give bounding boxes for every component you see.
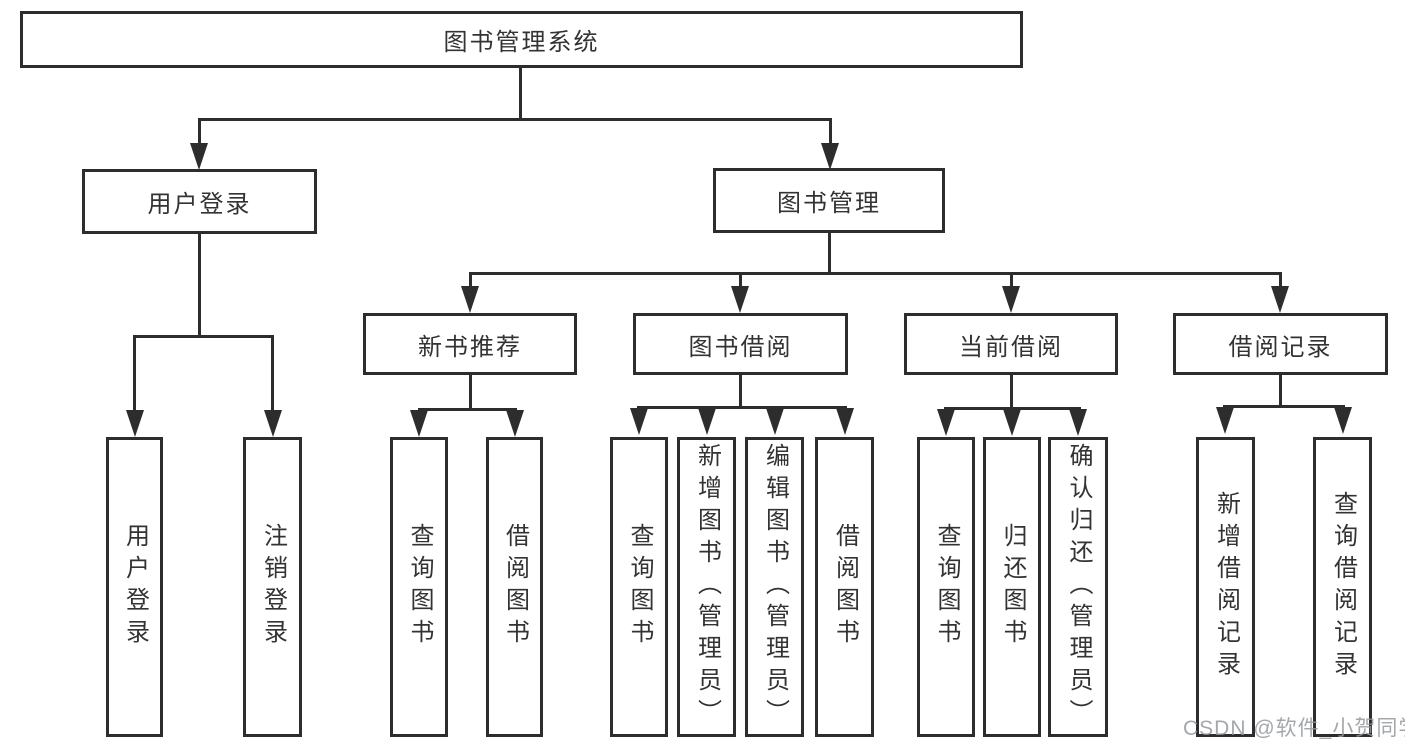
connector-userlogin-vertical	[198, 233, 201, 335]
node-current-borrow: 当前借阅	[904, 313, 1118, 375]
leaf-logout: 注销登录	[243, 437, 302, 737]
node-root-label: 图书管理系统	[443, 29, 600, 56]
arrow-down-icon	[821, 143, 839, 170]
connector-bookmgmt-shaft	[1279, 272, 1282, 289]
connector-userlogin-right-shaft	[271, 335, 274, 411]
leaf-return-book: 归还图书	[983, 437, 1041, 737]
node-borrow-records: 借阅记录	[1173, 313, 1388, 375]
connector-root-horizontal	[198, 118, 832, 121]
connector-bookmgmt-shaft	[469, 272, 472, 289]
arrow-down-icon	[1069, 409, 1087, 436]
node-current-borrow-label: 当前借阅	[959, 333, 1063, 361]
arrow-down-icon	[1334, 407, 1352, 434]
connector-current-vertical	[1010, 374, 1013, 408]
leaf-user-login-label: 用户登录	[121, 523, 149, 651]
leaf-borrow-book-borrow-label: 借阅图书	[831, 523, 859, 651]
arrow-down-icon	[836, 408, 854, 435]
leaf-query-book-borrow: 查询图书	[610, 437, 668, 737]
leaf-query-borrow-record: 查询借阅记录	[1313, 437, 1372, 737]
arrow-down-icon	[190, 143, 208, 170]
node-root: 图书管理系统	[20, 11, 1023, 68]
leaf-query-book-newbook: 查询图书	[390, 437, 448, 737]
arrow-down-icon	[126, 410, 144, 437]
connector-borrow-vertical	[739, 374, 742, 407]
arrow-down-icon	[264, 410, 282, 437]
node-new-book-rec: 新书推荐	[363, 313, 577, 375]
arrow-down-icon	[630, 408, 648, 435]
leaf-confirm-return-admin-label: 确认归还（管理员）	[1065, 443, 1092, 731]
leaf-query-book-newbook-label: 查询图书	[406, 523, 433, 651]
leaf-user-login: 用户登录	[106, 437, 163, 737]
connector-bookmgmt-shaft	[739, 272, 742, 289]
connector-root-right-shaft	[829, 118, 832, 146]
leaf-add-borrow-record-label: 新增借阅记录	[1212, 491, 1240, 683]
connector-userlogin-left-shaft	[133, 335, 136, 411]
arrow-down-icon	[1003, 409, 1021, 436]
arrow-down-icon	[731, 286, 749, 313]
connector-current-horizontal	[944, 407, 1081, 410]
node-new-book-rec-label: 新书推荐	[418, 333, 522, 361]
arrow-down-icon	[766, 408, 784, 435]
connector-newbook-horizontal	[418, 408, 517, 411]
leaf-borrow-book-newbook: 借阅图书	[486, 437, 543, 737]
leaf-confirm-return-admin: 确认归还（管理员）	[1048, 437, 1108, 737]
leaf-return-book-label: 归还图书	[999, 523, 1026, 651]
node-book-borrow-label: 图书借阅	[688, 333, 793, 361]
connector-root-vertical	[519, 68, 522, 118]
connector-bookmgmt-vertical	[828, 233, 831, 274]
connector-borrow-horizontal	[637, 406, 847, 409]
leaf-edit-book-admin: 编辑图书（管理员）	[745, 437, 804, 737]
connector-userlogin-horizontal	[133, 335, 274, 338]
leaf-logout-label: 注销登录	[259, 523, 287, 651]
arrow-down-icon	[698, 408, 716, 435]
node-user-login-label: 用户登录	[147, 191, 252, 218]
arrow-down-icon	[1002, 286, 1020, 313]
leaf-add-borrow-record: 新增借阅记录	[1196, 437, 1255, 737]
csdn-watermark: CSDN @软件_小贺同学	[1183, 717, 1405, 740]
arrow-down-icon	[1271, 286, 1289, 313]
connector-newbook-vertical	[469, 374, 472, 408]
arrow-down-icon	[1216, 407, 1234, 434]
leaf-query-book-current: 查询图书	[917, 437, 975, 737]
leaf-borrow-book-newbook-label: 借阅图书	[501, 523, 529, 651]
connector-records-vertical	[1279, 374, 1282, 406]
leaf-add-book-admin: 新增图书（管理员）	[677, 437, 736, 737]
connector-bookmgmt-shaft	[1010, 272, 1013, 289]
node-borrow-records-label: 借阅记录	[1228, 333, 1333, 361]
leaf-edit-book-admin-label: 编辑图书（管理员）	[761, 443, 789, 731]
arrow-down-icon	[937, 409, 955, 436]
leaf-add-book-admin-label: 新增图书（管理员）	[693, 443, 721, 731]
connector-bookmgmt-horizontal	[469, 272, 1282, 275]
leaf-query-book-borrow-label: 查询图书	[626, 523, 653, 651]
connector-records-horizontal	[1223, 405, 1345, 408]
arrow-down-icon	[506, 410, 524, 437]
node-book-mgmt: 图书管理	[713, 168, 945, 233]
arrow-down-icon	[410, 410, 428, 437]
connector-root-left-shaft	[198, 118, 201, 146]
arrow-down-icon	[461, 286, 479, 313]
leaf-query-book-current-label: 查询图书	[933, 523, 960, 651]
leaf-borrow-book-borrow: 借阅图书	[815, 437, 874, 737]
node-book-borrow: 图书借阅	[633, 313, 848, 375]
node-user-login: 用户登录	[82, 169, 317, 234]
node-book-mgmt-label: 图书管理	[777, 190, 881, 217]
leaf-query-borrow-record-label: 查询借阅记录	[1329, 491, 1357, 683]
